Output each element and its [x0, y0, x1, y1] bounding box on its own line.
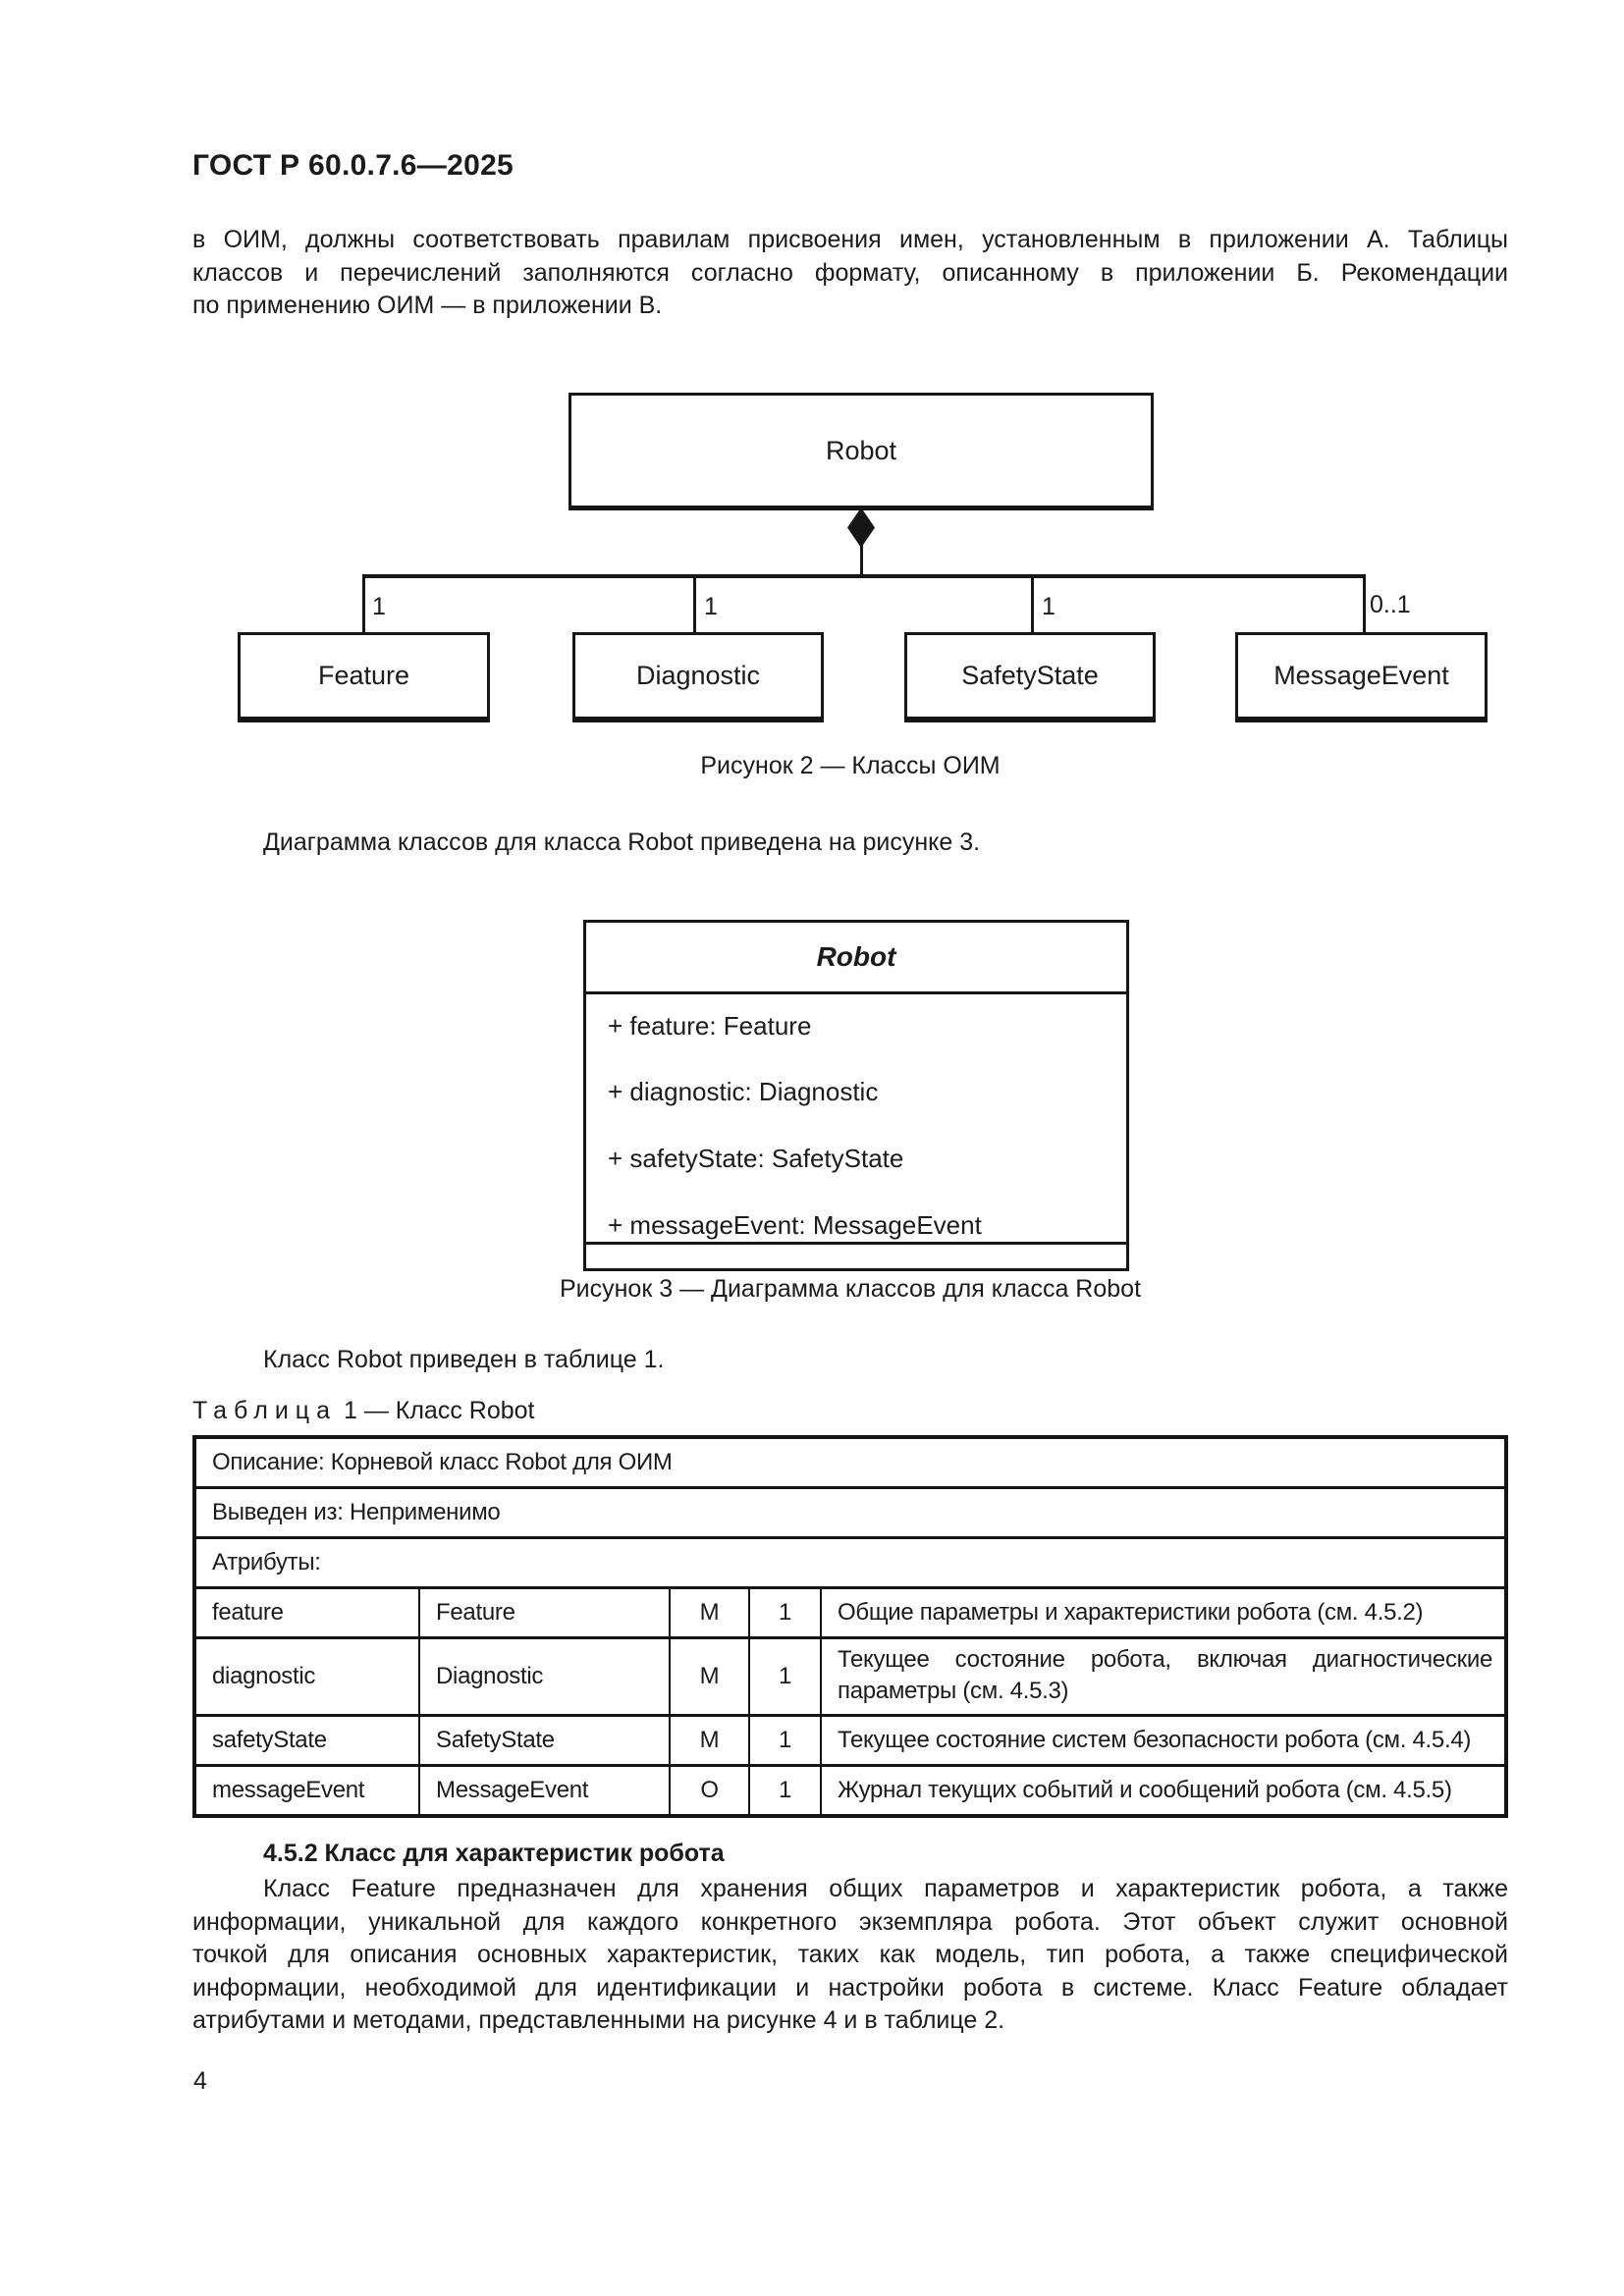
section-heading: 4.5.2 Класс для характеристик робота — [263, 1840, 725, 1867]
table-label-word: Таблица — [192, 1397, 338, 1424]
section-line: точкой для описания основных характерист… — [192, 1941, 1508, 1968]
table-row-messageevent: messageEvent MessageEvent O 1 Журнал тек… — [196, 1767, 1504, 1814]
intro-line: по применению ОИМ — в приложении В. — [192, 292, 663, 319]
table-row-description: Описание: Корневой класс Robot для ОИМ — [196, 1439, 1504, 1489]
attr-multiplicity-cell: 1 — [750, 1767, 822, 1814]
attr-desc-cell: Журнал текущих событий и сообщений робот… — [838, 1777, 1452, 1803]
attr-type-cell: SafetyState — [420, 1717, 671, 1764]
uml-class-label: MessageEvent — [1273, 661, 1449, 690]
table-cell: Выведен из: Неприменимо — [212, 1499, 501, 1525]
page-number: 4 — [193, 2067, 207, 2095]
uml-attribute: + safetyState: SafetyState — [608, 1144, 904, 1173]
table-row-derived: Выведен из: Неприменимо — [196, 1489, 1504, 1539]
uml-class-label: Robot — [825, 435, 897, 465]
table-cell: Описание: Корневой класс Robot для ОИМ — [212, 1449, 673, 1475]
doc-code-header: ГОСТ Р 60.0.7.6—2025 — [192, 149, 514, 182]
multiplicity-label: 1 — [704, 593, 718, 620]
section-line: Класс Feature предназначен для хранения … — [263, 1875, 1508, 1902]
section-paragraph: Класс Feature предназначен для хранения … — [192, 1873, 1508, 2038]
table-label-title: 1 — Класс Robot — [343, 1397, 535, 1424]
connector-stem — [860, 544, 863, 577]
uml-class-title: Robot — [816, 941, 896, 972]
uml-class-label: SafetyState — [961, 661, 1099, 690]
connector-drop — [362, 578, 365, 632]
attr-name-cell: feature — [196, 1589, 420, 1636]
attr-desc-cell: Текущее состояние систем безопасности ро… — [838, 1727, 1472, 1753]
attr-presence-cell: M — [671, 1639, 750, 1714]
uml-class-header: Robot — [586, 923, 1126, 994]
connector-drop — [1031, 578, 1034, 632]
table-row-diagnostic: diagnostic Diagnostic M 1 Текущее состоя… — [196, 1639, 1504, 1717]
multiplicity-label: 0..1 — [1370, 591, 1411, 618]
table-row-feature: feature Feature M 1 Общие параметры и ха… — [196, 1589, 1504, 1639]
table-row-attributes-header: Атрибуты: — [196, 1539, 1504, 1589]
attr-multiplicity-cell: 1 — [750, 1639, 822, 1714]
intro-paragraph: в ОИМ, должны соответствовать правилам п… — [192, 224, 1508, 323]
uml-attribute: + diagnostic: Diagnostic — [608, 1077, 879, 1106]
attr-type-cell: Feature — [420, 1589, 671, 1636]
attr-name-cell: safetyState — [196, 1717, 420, 1764]
uml-class-box-messageevent: MessageEvent — [1235, 632, 1488, 722]
uml-class-label: Diagnostic — [635, 661, 761, 690]
table-1: Описание: Корневой класс Robot для ОИМ В… — [192, 1435, 1508, 1818]
figure-3-intro-text: Диаграмма классов для класса Robot приве… — [263, 828, 981, 856]
attr-multiplicity-cell: 1 — [750, 1589, 822, 1636]
attr-name-cell: diagnostic — [196, 1639, 420, 1714]
attr-desc-cell: Текущее состояние робота, включая диагно… — [838, 1646, 1492, 1704]
section-line: информации, необходимой для идентификаци… — [192, 1973, 1508, 2002]
uml-class-box-diagnostic: Diagnostic — [572, 632, 824, 722]
intro-line: в ОИМ, должны соответствовать правилам п… — [192, 226, 1508, 253]
table-row-safetystate: safetyState SafetyState M 1 Текущее сост… — [196, 1717, 1504, 1767]
uml-attribute: + messageEvent: MessageEvent — [608, 1210, 982, 1240]
composition-diamond-icon — [847, 507, 875, 548]
attr-presence-cell: O — [671, 1767, 750, 1814]
uml-class-box-feature: Feature — [238, 632, 490, 722]
connector-horizontal — [362, 574, 1366, 578]
attr-multiplicity-cell: 1 — [750, 1717, 822, 1764]
section-line: атрибутами и методами, представленными н… — [192, 2006, 1005, 2034]
attr-presence-cell: M — [671, 1589, 750, 1636]
figure-3-class-box: Robot + feature: Feature + diagnostic: D… — [583, 920, 1129, 1271]
connector-drop — [693, 578, 696, 632]
table-1-intro-text: Класс Robot приведен в таблице 1. — [263, 1346, 665, 1373]
uml-methods-compartment-divider — [586, 1242, 1126, 1245]
multiplicity-label: 1 — [1042, 593, 1056, 620]
attr-type-cell: Diagnostic — [420, 1639, 671, 1714]
intro-line: классов и перечислений заполняются согла… — [192, 258, 1508, 287]
attr-presence-cell: M — [671, 1717, 750, 1764]
table-1-label: Таблица 1 — Класс Robot — [192, 1397, 535, 1425]
figure-3-caption: Рисунок 3 — Диаграмма классов для класса… — [559, 1275, 1142, 1303]
uml-class-box-robot: Robot — [568, 393, 1154, 510]
attr-desc-cell: Общие параметры и характеристики робота … — [838, 1599, 1424, 1626]
section-line: информации, уникальной для каждого конкр… — [192, 1907, 1508, 1936]
figure-2-caption: Рисунок 2 — Классы ОИМ — [700, 752, 1001, 779]
attr-type-cell: MessageEvent — [420, 1767, 671, 1814]
uml-class-box-safetystate: SafetyState — [904, 632, 1156, 722]
uml-class-label: Feature — [317, 661, 410, 690]
multiplicity-label: 1 — [372, 593, 386, 620]
attr-name-cell: messageEvent — [196, 1767, 420, 1814]
table-cell: Атрибуты: — [212, 1549, 321, 1575]
uml-attribute: + feature: Feature — [608, 1011, 812, 1041]
connector-drop — [1363, 578, 1366, 632]
